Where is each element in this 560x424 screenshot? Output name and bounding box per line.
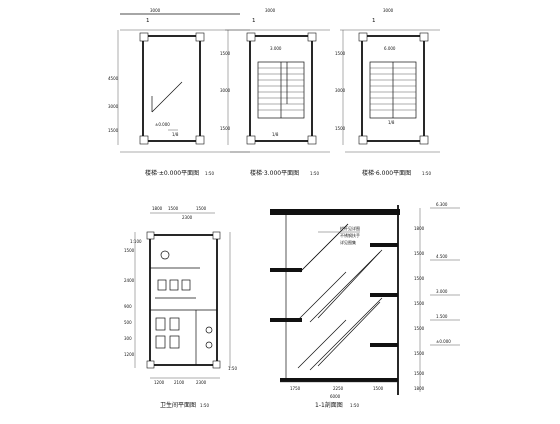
section-right-dim-4: 1500 (414, 301, 425, 306)
plan3-scale: 1:50 (422, 171, 431, 176)
toilet-bottom-dim-1: 1200 (154, 380, 165, 385)
plan3-top-dim: 3000 (383, 8, 394, 13)
plan2-left-dim-3: 1500 (220, 126, 231, 131)
toilet-left-dim-2: 2400 (124, 278, 135, 283)
toilet-left-dim-4: 500 (124, 320, 132, 325)
plan2-top-dim: 3000 (265, 8, 276, 13)
plan3-level: 6.000 (384, 46, 396, 51)
plan3-grid-label: 1 (372, 18, 376, 24)
stair-plan-2: 3000 1 1500 3000 1500 3.000 1/8 楼梯·3.000… (220, 8, 330, 177)
toilet-top-dim-2: 1500 (168, 206, 179, 211)
plan3-mark: 1/8 (388, 120, 395, 125)
section-level-5: ±0.000 (436, 339, 451, 344)
section-note-2: 不锈钢扶手 (340, 232, 360, 238)
section-note-1: 栏杆见详图 (340, 225, 360, 231)
plan3-caption: 楼梯·6.000平面图 (362, 169, 411, 177)
section-level-4: 1.500 (436, 314, 448, 319)
plan1-scale: 1:50 (205, 171, 214, 176)
section-bottom-dim-1: 1750 (290, 386, 301, 391)
toilet-caption: 卫生间平面图 (160, 401, 196, 409)
plan2-level: 3.000 (270, 46, 282, 51)
section-right-dim-8: 1800 (414, 386, 425, 391)
toilet-left-dim-6: 1200 (124, 352, 135, 357)
toilet-left-dim-5: 300 (124, 336, 132, 341)
section-bottom-total: 6000 (330, 394, 341, 399)
plan1-left-dim-3: 1500 (108, 128, 119, 133)
section-level-2: 4.500 (436, 254, 448, 259)
plan2-left-dim-2: 3000 (220, 88, 231, 93)
section-level-3: 3.000 (436, 289, 448, 294)
plan2-grid-label: 1 (252, 18, 256, 24)
section-bottom-dim-3: 1500 (373, 386, 384, 391)
stair-section: 栏杆见详图 不锈钢扶手 详见图集 1800 1500 1500 1500 150… (270, 202, 460, 409)
plan1-top-dim: 3000 (150, 8, 161, 13)
plan1-grid-label: 1 (146, 18, 150, 24)
toilet-left-dim-1: 1500 (124, 248, 135, 253)
section-level-1: 6.300 (436, 202, 448, 207)
plan2-left-dim-1: 1500 (220, 51, 231, 56)
section-scale: 1:50 (350, 403, 359, 408)
plan1-caption: 楼梯·±0.000平面图 (145, 169, 199, 177)
toilet-top-dim-3: 2300 (182, 215, 193, 220)
stair-plan-3: 3000 1 1500 3000 1500 6.000 1/8 楼梯·6.000… (335, 8, 440, 177)
section-right-dim-5: 1500 (414, 326, 425, 331)
toilet-bottom-dim-2: 2100 (174, 380, 185, 385)
toilet-left-dim-3: 900 (124, 304, 132, 309)
plan1-level: ±0.000 (155, 122, 170, 127)
toilet-top-dim-1: 1800 (152, 206, 163, 211)
section-right-dim-7: 1500 (414, 371, 425, 376)
toilet-top-dim-4: 1500 (196, 206, 207, 211)
toilet-note-1: 1:100 (130, 239, 142, 244)
stair-plan-1: 3000 1 4500 3000 1500 ±0.000 1/8 楼梯·±0.0… (108, 8, 250, 177)
plan3-left-dim-1: 1500 (335, 51, 346, 56)
toilet-note-2: 1:50 (228, 366, 237, 371)
plan1-left-dim-2: 3000 (108, 104, 119, 109)
plan1-mark: 1/8 (172, 132, 179, 137)
section-bottom-dim-2: 2250 (333, 386, 344, 391)
section-right-dim-1: 1800 (414, 226, 425, 231)
plan2-caption: 楼梯·3.000平面图 (250, 169, 299, 177)
toilet-plan: 1800 1500 2300 1500 1500 2400 900 500 30… (124, 206, 237, 409)
section-right-dim-6: 1500 (414, 351, 425, 356)
section-right-dim-3: 1500 (414, 276, 425, 281)
toilet-scale: 1:50 (200, 403, 209, 408)
plan3-left-dim-3: 1500 (335, 126, 346, 131)
plan1-left-dim-1: 4500 (108, 76, 119, 81)
toilet-bottom-dim-3: 2300 (196, 380, 207, 385)
section-right-dim-2: 1500 (414, 251, 425, 256)
section-caption: 1-1剖面图 (315, 401, 343, 409)
section-note-3: 详见图集 (340, 239, 356, 245)
plan3-left-dim-2: 3000 (335, 88, 346, 93)
plan2-scale: 1:50 (310, 171, 319, 176)
plan2-mark: 1/8 (272, 132, 279, 137)
